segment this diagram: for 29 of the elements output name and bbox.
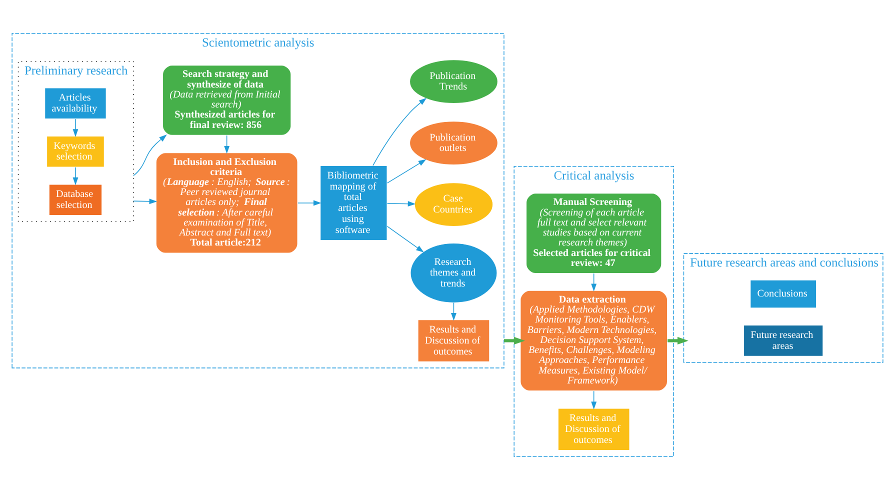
node-box: Future research areas (743, 324, 824, 356)
node-box: Results and Discussion of outcomes (558, 408, 630, 450)
arrow (504, 336, 525, 344)
node-box: Conclusions (750, 279, 817, 308)
node-box: Search strategy and synthesize of data (Data retrieved from Initial search) Synthesized articles for final review: 856 (162, 64, 292, 136)
node-box: Database selection (48, 183, 102, 216)
arrow (668, 336, 688, 344)
arrow (72, 166, 78, 185)
arrow (591, 272, 597, 292)
node-ellipse: Case Countries (414, 182, 494, 226)
node-box: Manual Screening (Screening of each article full text and select relevant studies based on current research themes) Selected articles for critical review: 47 (526, 192, 662, 274)
node-ellipse: Research themes and trends (410, 242, 498, 303)
node-box: Keywords selection (46, 135, 105, 168)
arrow (224, 134, 230, 154)
arrow (386, 158, 426, 183)
arrow (298, 200, 322, 206)
node-box: Bibliometric mapping of total articles using software (320, 164, 388, 240)
node-box: Data extraction (Applied Methodologies, CDW Monitoring Tools, Enablers, Barriers, Modern Technologies, Decision Support System, Benefits, Challenges, Modeling Approaches, Performance Measures, Existing Model/ Framework) (520, 290, 668, 391)
arrow (591, 390, 597, 409)
arrow (386, 225, 424, 252)
node-box: Inclusion and Exclusion criteria (Language: English; Source: Peer reviewed journal articles only; Final selection: After careful examination of Title, Abstract and Full text) Total article:212 (156, 152, 298, 254)
arrow (372, 97, 427, 166)
arrow (386, 200, 416, 206)
node-box: Results and Discussion of outcomes (418, 318, 490, 362)
arrow (133, 134, 167, 176)
arrow (451, 302, 456, 320)
arrow (72, 118, 78, 136)
arrow (133, 198, 158, 204)
node-box: Articles availability (44, 86, 107, 119)
